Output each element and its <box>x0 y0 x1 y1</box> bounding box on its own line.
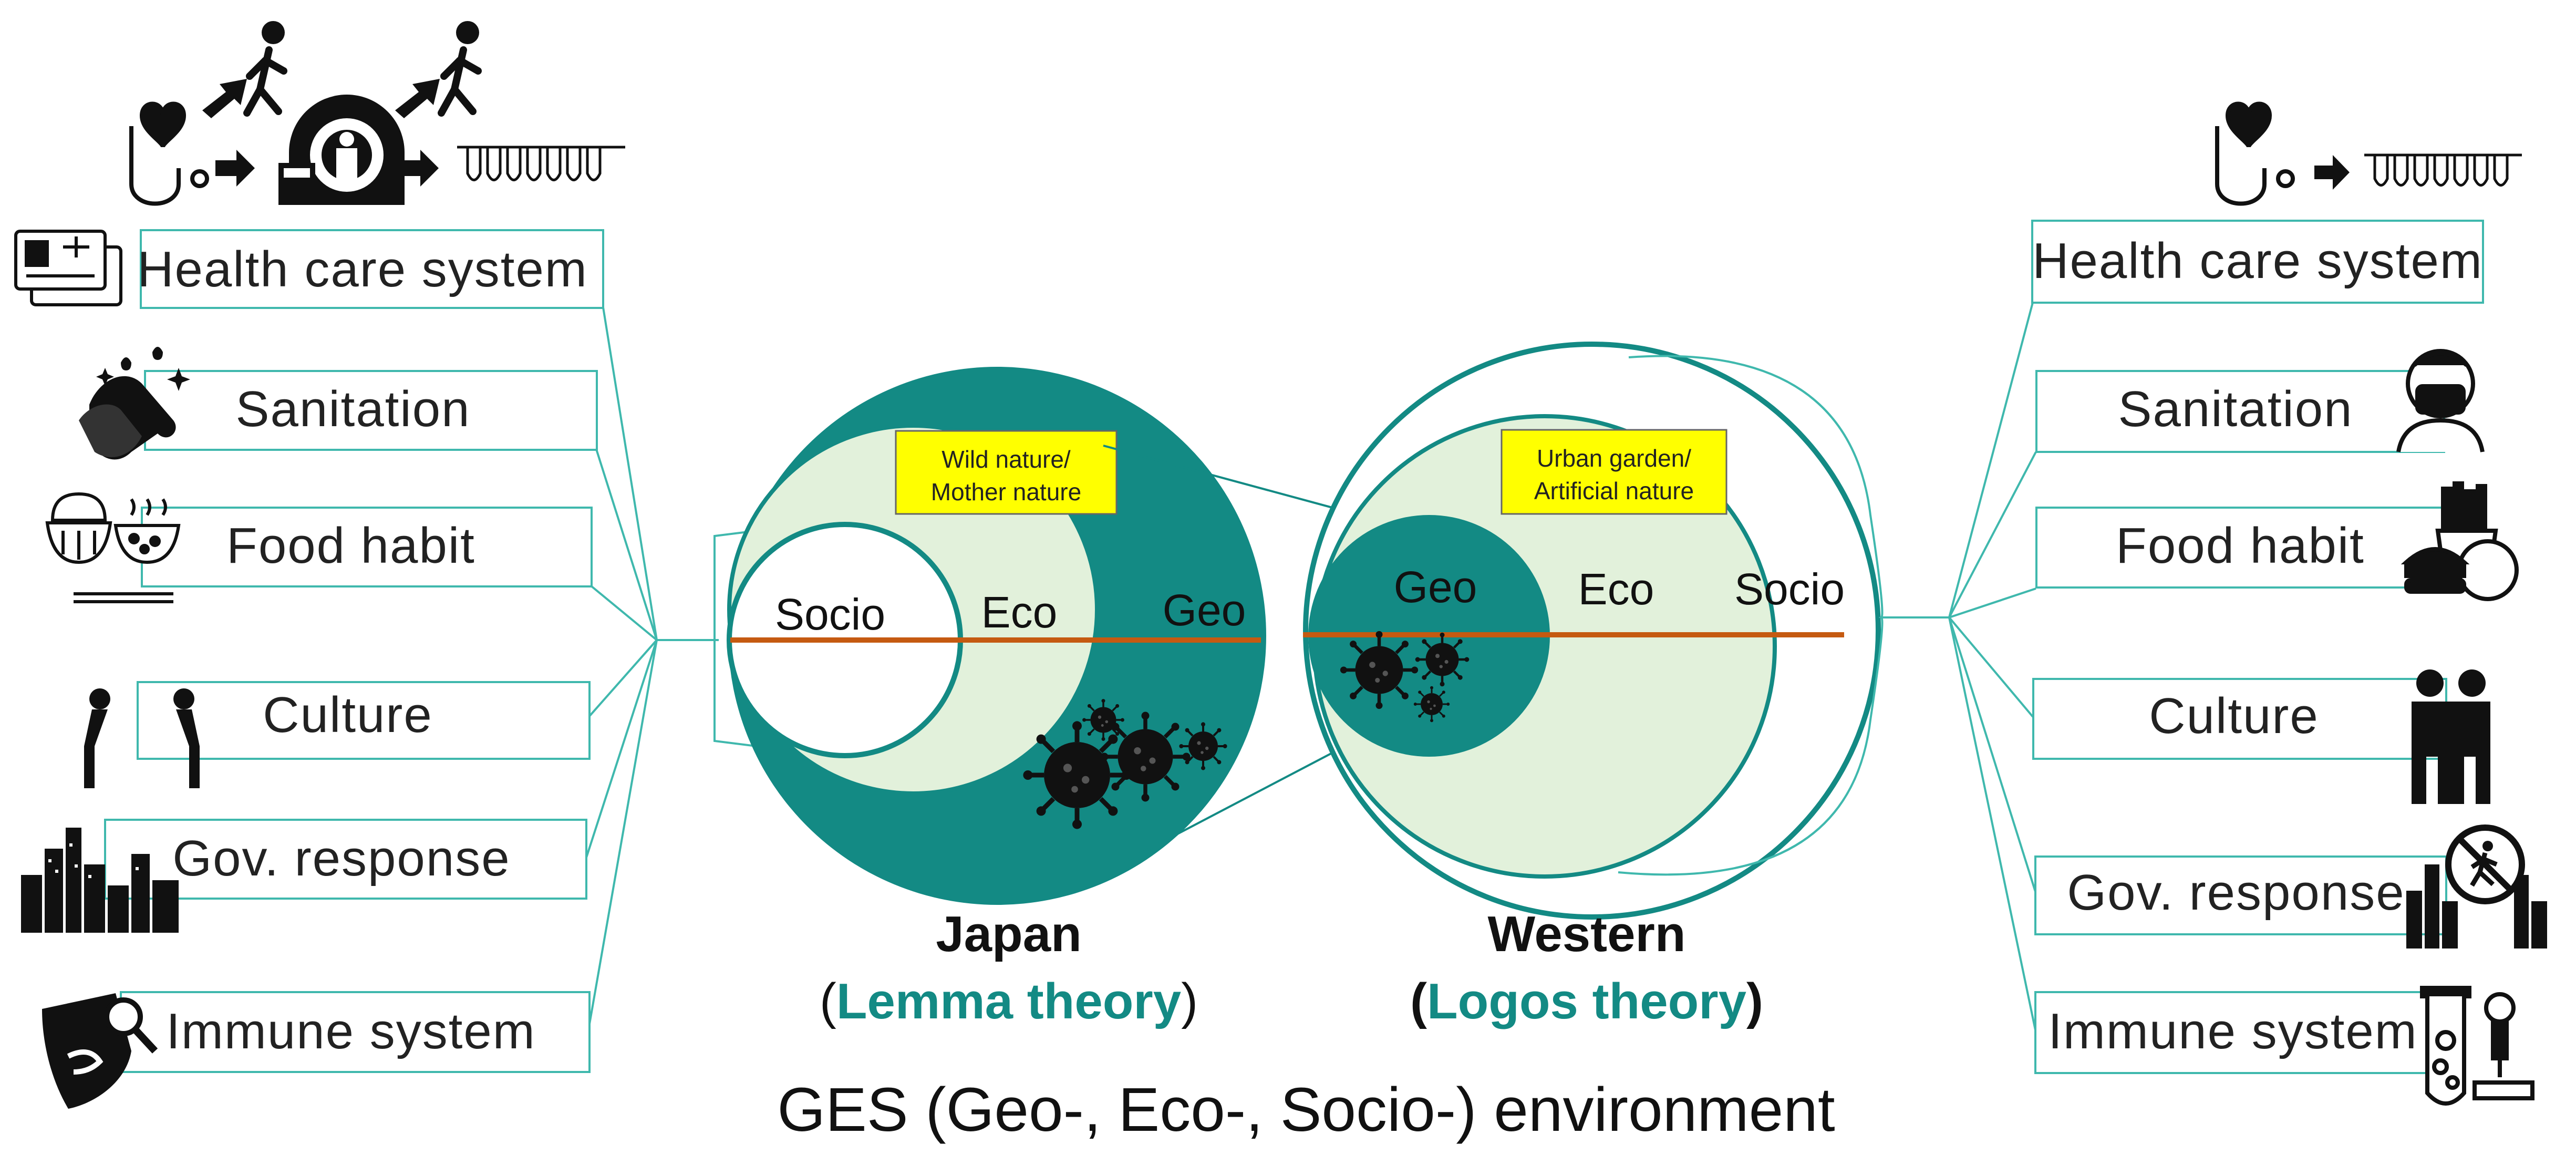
left-label-boxes <box>104 229 604 1073</box>
left-box-food-habit <box>141 507 593 587</box>
bowing-people-icon <box>84 688 200 788</box>
japan-nature-note <box>895 430 1118 515</box>
washing-hands-icon <box>79 347 190 460</box>
right-label-immune-system: Immune system <box>2048 1003 2417 1059</box>
left-box-culture <box>137 681 591 760</box>
right-box-immune-system <box>2034 991 2432 1074</box>
right-panel: Health care system Sanitation Food habit… <box>1618 101 2547 1106</box>
western-diagram: Urban garden/ Artificial nature Geo Eco … <box>1303 342 1881 1029</box>
no-gathering-city-icon <box>2406 824 2547 949</box>
western-note-line1: Urban garden/ <box>1537 445 1691 472</box>
fast-food-icon <box>2401 481 2519 601</box>
japan-geo-label: Geo <box>1163 585 1246 635</box>
western-nature-note <box>1501 429 1727 515</box>
western-eco-label: Eco <box>1578 564 1654 614</box>
left-box-immune-system <box>120 991 591 1073</box>
arrow-up-right-icon <box>202 79 440 118</box>
japan-eco-label: Eco <box>981 587 1058 637</box>
left-label-gov-response: Gov. response <box>172 830 510 886</box>
insurance-card-icon <box>14 230 122 306</box>
right-label-food-habit: Food habit <box>2116 518 2365 574</box>
right-label-health-care: Health care system <box>2032 233 2483 289</box>
left-box-gov-response <box>104 819 587 900</box>
right-box-food-habit <box>2035 507 2447 589</box>
right-label-culture: Culture <box>2149 688 2319 744</box>
japan-theory-open-paren: ( <box>820 973 836 1029</box>
arrow-right-icon <box>2314 155 2350 190</box>
western-socio-label: Socio <box>1734 564 1845 614</box>
japan-note-line2: Mother nature <box>931 478 1081 506</box>
rice-bowls-icon <box>45 492 181 603</box>
left-box-health-care <box>140 229 604 309</box>
arrow-right-icon <box>215 150 439 187</box>
left-connector-lines <box>585 307 841 1030</box>
left-panel: Health care system Sanitation Food habit… <box>14 21 841 1109</box>
left-label-immune-system: Immune system <box>166 1003 535 1059</box>
right-box-health-care <box>2031 220 2484 304</box>
left-box-sanitation <box>144 370 598 451</box>
stethoscope-heart-icon <box>2215 101 2295 206</box>
right-box-gov-response <box>2034 855 2447 935</box>
svg-text:(Logos theory): (Logos theory) <box>1410 973 1763 1029</box>
right-box-culture <box>2032 678 2447 760</box>
right-label-gov-response: Gov. response <box>2067 864 2405 921</box>
western-geo-label: Geo <box>1394 562 1477 612</box>
hugging-people-icon <box>2412 669 2490 804</box>
western-note-line2: Artificial nature <box>1534 477 1694 504</box>
mri-scanner-icon <box>278 95 405 205</box>
left-label-health-care: Health care system <box>137 241 588 297</box>
left-label-sanitation: Sanitation <box>236 381 471 437</box>
left-label-food-habit: Food habit <box>226 518 475 574</box>
left-label-culture: Culture <box>263 687 432 743</box>
japan-diagram: Wild nature/ Mother nature Socio Eco Geo… <box>727 367 1266 1029</box>
japan-note-line1: Wild nature/ <box>942 446 1071 473</box>
japan-title: Japan <box>936 906 1081 962</box>
test-tubes-icon <box>457 146 625 181</box>
right-label-sanitation: Sanitation <box>2118 381 2353 437</box>
western-title: Western <box>1487 906 1685 962</box>
test-tubes-icon <box>2364 153 2522 187</box>
japan-theory-close-paren: ) <box>1181 973 1198 1029</box>
test-tube-syringe-icon <box>2420 986 2534 1106</box>
city-skyline-icon <box>21 828 179 933</box>
japan-theory-name: Lemma theory <box>836 973 1181 1029</box>
walking-person-icon <box>243 21 482 117</box>
western-theory-close-paren: ) <box>1746 973 1763 1029</box>
diagram-caption: GES (Geo-, Eco-, Socio-) environment <box>777 1075 1835 1145</box>
stethoscope-heart-icon <box>129 101 209 206</box>
western-theory-name: Logos theory <box>1427 973 1746 1029</box>
japan-socio-label: Socio <box>775 590 885 639</box>
western-theory-open-paren: ( <box>1410 973 1427 1029</box>
immune-shield-icon <box>42 993 158 1109</box>
right-connector-lines <box>1618 300 2037 1033</box>
masked-person-icon <box>2396 349 2485 452</box>
svg-text:(Lemma theory): (Lemma theory) <box>820 973 1198 1029</box>
